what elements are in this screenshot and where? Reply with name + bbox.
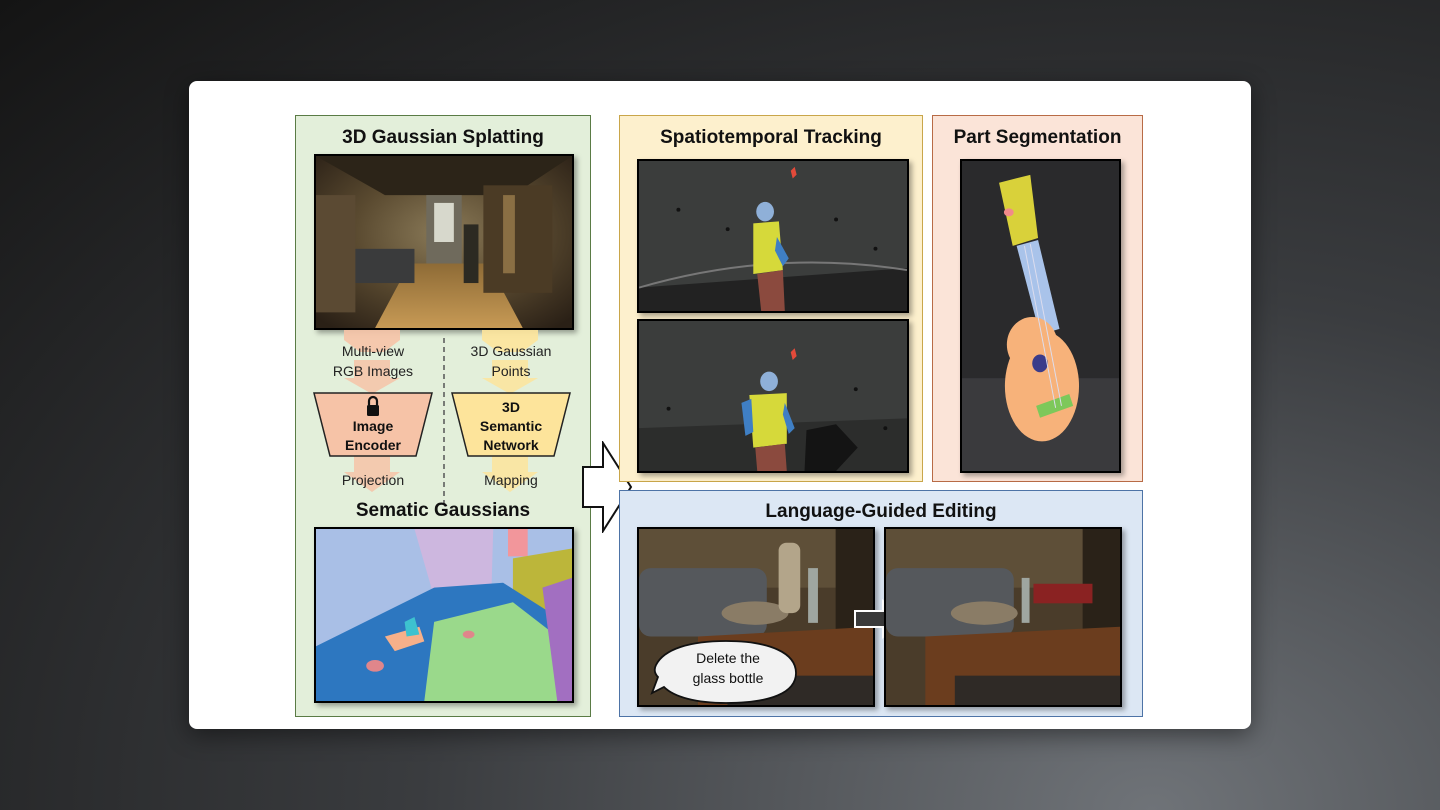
gaussian-splatting-panel: 3D Gaussian Splatting: [295, 115, 591, 717]
language-guided-editing-title: Language-Guided Editing: [765, 501, 997, 522]
speech-bubble: [650, 640, 797, 704]
tracking-frame-1: [637, 159, 909, 313]
part-segmentation-panel: Part Segmentation: [932, 115, 1143, 482]
projection-label: Projection: [341, 472, 405, 488]
figure-card: 3D Gaussian Splatting: [189, 81, 1251, 729]
gaussian-splatting-title: 3D Gaussian Splatting: [342, 127, 544, 148]
part-segmentation-title: Part Segmentation: [953, 127, 1122, 148]
rgb-room-render: [314, 154, 574, 330]
spatiotemporal-tracking-panel: Spatiotemporal Tracking: [619, 115, 923, 482]
image-encoder-label: Image Encoder: [344, 418, 401, 453]
speech-bubble-text: Delete the glass bottle: [692, 650, 764, 686]
language-guided-editing-panel: Language-Guided Editing Delete the glass…: [619, 490, 1143, 717]
tracking-frame-2: [637, 319, 909, 473]
semantic-gaussians-title: Sematic Gaussians: [355, 500, 531, 521]
spatiotemporal-tracking-title: Spatiotemporal Tracking: [660, 127, 882, 148]
editing-after-image: [884, 527, 1122, 707]
mapping-label: Mapping: [484, 472, 538, 488]
semantic-gaussians-render: [314, 527, 574, 703]
gaussian-points-label: 3D Gaussian Points: [470, 343, 552, 379]
big-right-arrow-icon: [582, 441, 633, 533]
semantic-network-label: 3D Semantic Network: [479, 399, 543, 453]
multi-view-rgb-label: Multi-view RGB Images: [332, 343, 414, 379]
ukulele-segmentation: [960, 159, 1121, 473]
lock-icon: [367, 395, 379, 416]
